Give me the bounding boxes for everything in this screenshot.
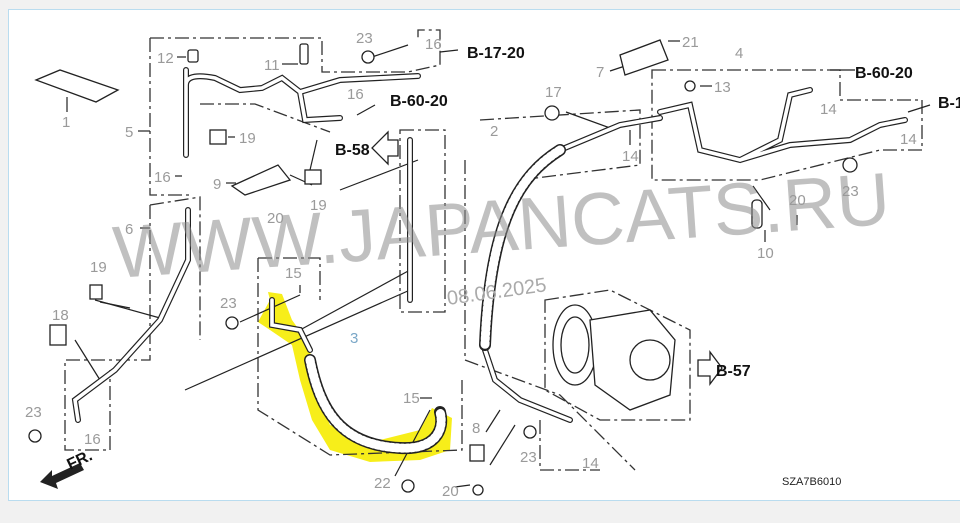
bracket-9 bbox=[230, 164, 292, 196]
ref-b60-20-b[interactable]: B-60-20 bbox=[855, 65, 913, 82]
ref-b57[interactable]: B-57 bbox=[716, 363, 751, 380]
callout-14[interactable]: 14 bbox=[900, 131, 917, 148]
callout-22[interactable]: 22 bbox=[374, 475, 391, 492]
callout-5[interactable]: 5 bbox=[125, 124, 133, 141]
parts bbox=[28, 39, 858, 496]
callout-16[interactable]: 16 bbox=[347, 86, 364, 103]
callout-12[interactable]: 12 bbox=[157, 50, 174, 67]
callout-17[interactable]: 17 bbox=[545, 84, 562, 101]
callout-14[interactable]: 14 bbox=[582, 455, 599, 472]
callout-16[interactable]: 16 bbox=[154, 169, 171, 186]
callout-19[interactable]: 19 bbox=[90, 259, 107, 276]
label-plate bbox=[34, 69, 120, 103]
callout-14[interactable]: 14 bbox=[820, 101, 837, 118]
clamp-19 bbox=[209, 129, 227, 145]
leader-lines bbox=[66, 40, 931, 488]
pipes bbox=[71, 67, 908, 455]
callout-21[interactable]: 21 bbox=[682, 34, 699, 51]
callout-20[interactable]: 20 bbox=[267, 210, 284, 227]
callout-23[interactable]: 23 bbox=[25, 404, 42, 421]
ref-b58[interactable]: B-58 bbox=[335, 142, 370, 159]
arrow-b58 bbox=[371, 130, 399, 166]
callout-20[interactable]: 20 bbox=[789, 192, 806, 209]
clamp-19b bbox=[304, 169, 322, 185]
callout-19[interactable]: 19 bbox=[310, 197, 327, 214]
callout-10[interactable]: 10 bbox=[757, 245, 774, 262]
callout-9[interactable]: 9 bbox=[213, 176, 221, 193]
cap-12 bbox=[187, 49, 199, 63]
nut-22 bbox=[401, 479, 415, 493]
callout-3[interactable]: 3 bbox=[350, 330, 358, 347]
nut-17 bbox=[544, 105, 560, 121]
bolt-23b bbox=[842, 157, 858, 173]
bolt-23d bbox=[28, 429, 42, 443]
callout-20[interactable]: 20 bbox=[442, 483, 459, 500]
callout-11[interactable]: 11 bbox=[264, 57, 280, 74]
clamp-8 bbox=[469, 444, 485, 462]
callouts: 1 5 12 11 23 16 16 19 16 9 20 19 6 21 4 … bbox=[25, 30, 917, 500]
cap-13 bbox=[684, 80, 696, 92]
bolt-23 bbox=[361, 50, 375, 64]
callout-15[interactable]: 15 bbox=[403, 390, 420, 407]
callout-23[interactable]: 23 bbox=[842, 183, 859, 200]
ref-b17-20[interactable]: B-17-20 bbox=[467, 45, 525, 62]
clamp-19c bbox=[89, 284, 103, 300]
callout-4[interactable]: 4 bbox=[735, 45, 743, 62]
compressor bbox=[552, 304, 676, 411]
bolt-23e bbox=[523, 425, 537, 439]
callout-15[interactable]: 15 bbox=[285, 265, 302, 282]
callout-6[interactable]: 6 bbox=[125, 221, 133, 238]
callout-13[interactable]: 13 bbox=[714, 79, 731, 96]
callout-7[interactable]: 7 bbox=[596, 64, 604, 81]
bracket-7 bbox=[619, 39, 669, 76]
callout-1[interactable]: 1 bbox=[62, 114, 70, 131]
diagram-code: SZA7B6010 bbox=[782, 476, 841, 488]
pressure-switch-11 bbox=[299, 43, 309, 65]
arrow-b57 bbox=[697, 350, 723, 386]
ref-b1[interactable]: B-1 bbox=[938, 95, 960, 112]
callout-18[interactable]: 18 bbox=[52, 307, 69, 324]
front-label: FR. bbox=[65, 447, 96, 473]
callout-14[interactable]: 14 bbox=[622, 148, 639, 165]
callout-2[interactable]: 2 bbox=[490, 123, 498, 140]
front-arrow-icon bbox=[40, 463, 84, 489]
callout-19[interactable]: 19 bbox=[239, 130, 256, 147]
bolt-20 bbox=[472, 484, 484, 496]
ref-b60-20[interactable]: B-60-20 bbox=[390, 93, 448, 110]
clamp-10 bbox=[751, 199, 763, 229]
callout-23[interactable]: 23 bbox=[220, 295, 237, 312]
callout-23[interactable]: 23 bbox=[356, 30, 373, 47]
bolt-23c bbox=[225, 316, 239, 330]
callout-8[interactable]: 8 bbox=[472, 420, 480, 437]
clip-18 bbox=[49, 324, 67, 346]
callout-23[interactable]: 23 bbox=[520, 449, 537, 466]
callout-16[interactable]: 16 bbox=[84, 431, 101, 448]
callout-16[interactable]: 16 bbox=[425, 36, 442, 53]
watermark: WWW.JAPANCATS.RU bbox=[110, 157, 892, 294]
